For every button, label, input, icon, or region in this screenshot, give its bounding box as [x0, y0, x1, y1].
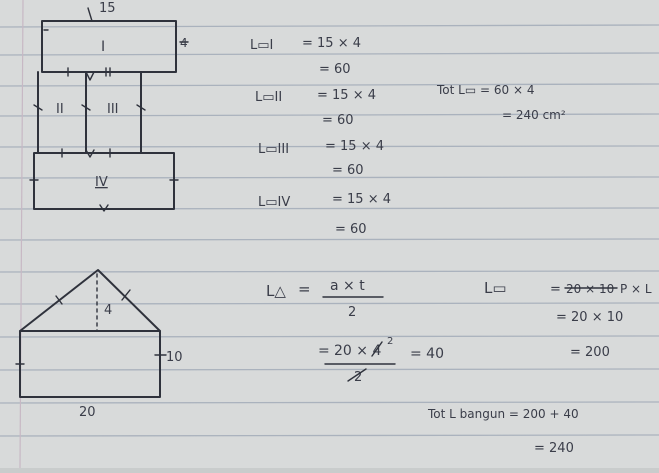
net-figure-top: 15 4 I II III IV [29, 1, 189, 212]
calc-2-label: L▭II [255, 90, 282, 105]
calc-3-line2: = 60 [332, 163, 364, 178]
calc-1-label: L▭I [250, 38, 273, 53]
calc-3-line1: = 15 × 4 [325, 139, 384, 154]
tri-label: L△ [266, 282, 286, 300]
top-total-line2: = 240 cm² [502, 108, 566, 122]
rect-line1-struck: 20 × 10 [566, 282, 614, 296]
calc-1-line1: = 15 × 4 [302, 36, 361, 51]
tri-denominator: 2 [348, 305, 356, 320]
tri-step-superscript: 2 [387, 336, 393, 347]
label-rect-width: 20 [79, 405, 96, 420]
part-label-4: IV [95, 175, 108, 190]
tri-step-numerator: 20 × 4 [334, 343, 381, 359]
label-side-width: 4 [180, 36, 188, 50]
rect-line3: = 200 [570, 345, 610, 360]
rectangle-area-calc: L▭ = 20 × 10 P × L = 20 × 10 = 200 [484, 279, 652, 360]
calc-4-label: L▭IV [258, 195, 290, 210]
rect-label: L▭ [484, 279, 507, 297]
calc-1-line2: = 60 [319, 62, 351, 77]
part-label-1: I [101, 39, 105, 55]
part-label-2: II [56, 102, 64, 117]
top-total-line1: Tot L▭ = 60 × 4 [436, 83, 534, 97]
svg-text:=: = [318, 343, 330, 359]
calc-2-line1: = 15 × 4 [317, 88, 376, 103]
svg-text:=: = [298, 280, 311, 298]
part-label-3: III [107, 102, 119, 117]
rect-line1-tail: P × L [620, 282, 652, 296]
house-figure: 4 10 20 [15, 269, 183, 420]
tri-numerator: a × t [330, 278, 365, 294]
bottom-total-line1: Tot L bangun = 200 + 40 [427, 407, 579, 421]
triangle-area-calc: L△ = a × t 2 = 20 × 4 2 = 40 2 [266, 278, 444, 385]
bottom-total-line2: = 240 [534, 441, 574, 456]
calc-4-line1: = 15 × 4 [332, 192, 391, 207]
bottom-total: Tot L bangun = 200 + 40 = 240 [427, 407, 579, 456]
rect-line2: = 20 × 10 [556, 310, 623, 325]
label-tri-height: 4 [104, 303, 112, 318]
tri-step-denominator: 2 [354, 370, 362, 385]
tri-step-result: = 40 [410, 346, 444, 362]
calc-2-line2: = 60 [322, 113, 354, 128]
calc-4-line2: = 60 [335, 222, 367, 237]
calc-3-label: L▭III [258, 142, 289, 157]
top-calculations: L▭I = 15 × 4 = 60 L▭II = 15 × 4 = 60 L▭I… [250, 36, 566, 237]
label-top-length: 15 [99, 1, 116, 16]
svg-text:=: = [550, 282, 561, 297]
label-rect-height: 10 [166, 350, 183, 365]
